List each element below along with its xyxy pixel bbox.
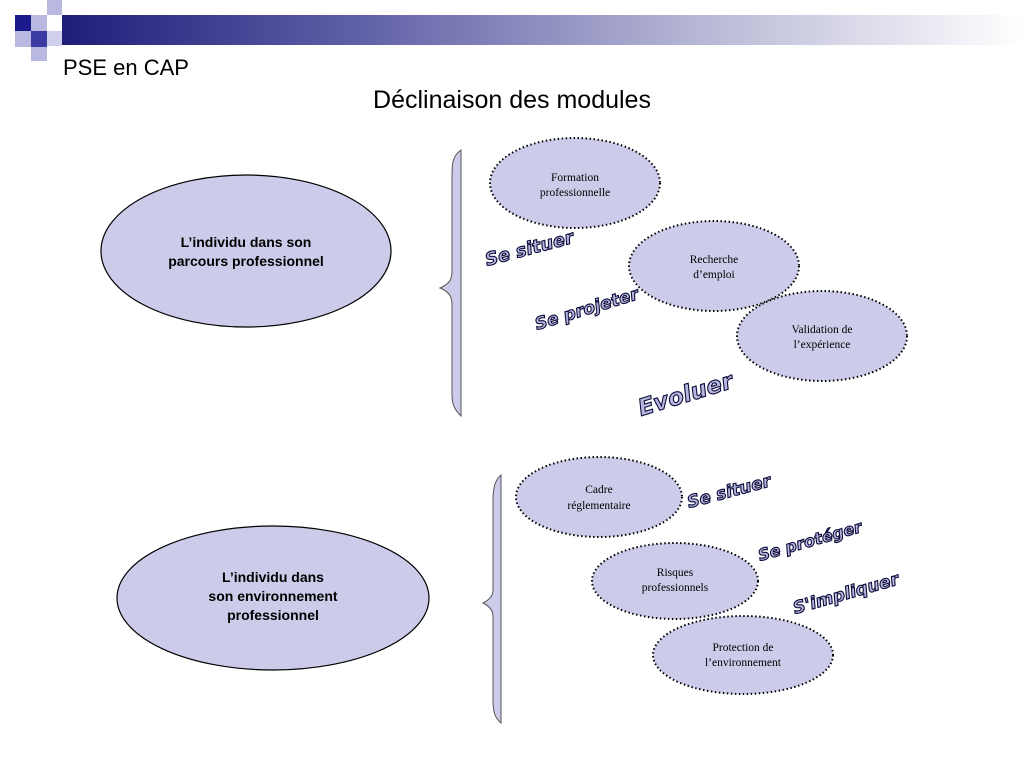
module-1-item-validation [736, 290, 908, 382]
corner-square-dark [15, 15, 31, 31]
corner-square-light [15, 31, 31, 47]
module-2-main-ellipse [116, 525, 430, 671]
module-1-verb-se-projeter: Se projeter [533, 284, 643, 335]
module-2-item-3-line2: l’environnement [705, 657, 782, 669]
module-1-verb-se-situer: Se situer [483, 227, 577, 271]
module-2: L’individu dans son environnement profes… [116, 456, 903, 725]
module-2-item-1-line2: réglementaire [567, 500, 630, 512]
module-2-item-2-line2: professionnels [642, 582, 709, 594]
module-1-item-formation [489, 137, 661, 229]
module-1-main-ellipse [100, 174, 392, 328]
corner-square-light [31, 15, 47, 31]
module-1-item-2-line1: Recherche [690, 254, 739, 266]
module-2-item-protection [652, 615, 834, 695]
slide-title: Déclinaison des modules [373, 86, 651, 114]
module-2-verb-s-impliquer: S'impliquer [791, 569, 903, 619]
deck-title: PSE en CAP [63, 55, 189, 80]
module-1-item-1-line2: professionnelle [540, 187, 610, 199]
corner-square-light [47, 0, 62, 15]
corner-square-light [31, 47, 47, 61]
module-1-item-3-line2: l’expérience [794, 339, 851, 351]
module-2-verb-se-situer: Se situer [685, 471, 775, 513]
module-2-item-3-line1: Protection de [713, 642, 774, 654]
module-2-item-cadre [515, 456, 683, 538]
module-1-item-recherche [628, 220, 800, 312]
module-1-item-1-line1: Formation [551, 172, 599, 184]
module-1-item-2-line2: d’emploi [693, 269, 735, 281]
module-1-item-3-line1: Validation de [792, 324, 853, 336]
module-2-verb-se-proteger: Se protéger [756, 517, 865, 565]
module-2-item-1-line1: Cadre [585, 484, 612, 496]
corner-square-light [47, 31, 62, 46]
module-1-label-line1: L’individu dans son [181, 234, 312, 250]
module-1-label-line2: parcours professionnel [168, 253, 324, 269]
module-2-brace [481, 473, 502, 725]
module-1-verb-evoluer: Evoluer [635, 368, 738, 422]
module-2-label-line1: L’individu dans [222, 569, 324, 585]
module-2-label-line3: professionnel [227, 607, 319, 623]
module-2-item-risques [591, 542, 759, 620]
module-1-brace [438, 149, 462, 418]
module-2-label-line2: son environnement [208, 588, 337, 604]
header-gradient-bar [62, 15, 1024, 45]
module-2-item-2-line1: Risques [657, 567, 694, 579]
module-1: L’individu dans son parcours professionn… [100, 137, 908, 422]
corner-square-dark [31, 31, 47, 47]
